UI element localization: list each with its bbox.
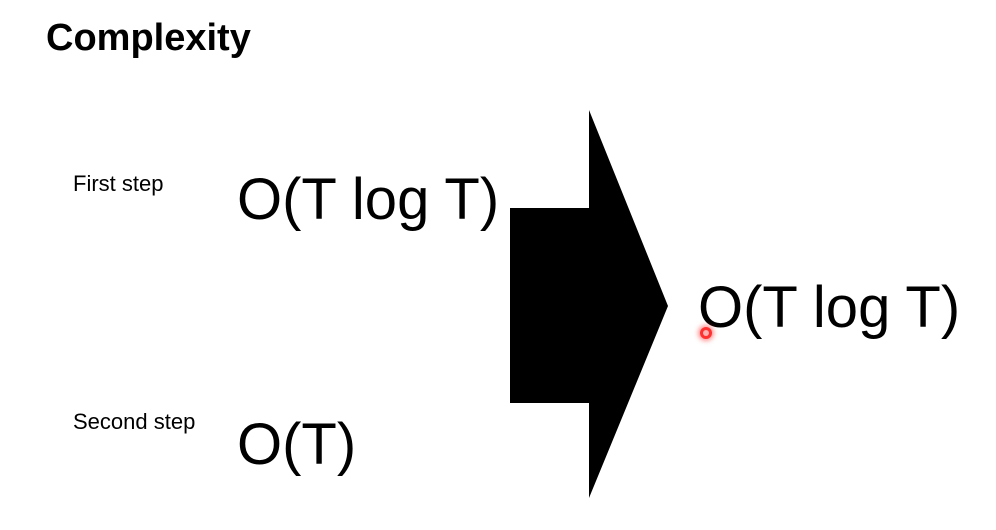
- first-step-label: First step: [73, 171, 164, 196]
- slide-title: Complexity: [46, 17, 251, 59]
- second-step-label: Second step: [73, 409, 196, 434]
- result-complexity: O(T log T): [698, 275, 961, 340]
- laser-pointer-icon: [700, 327, 712, 339]
- second-step-complexity: O(T): [237, 412, 357, 477]
- first-step-complexity: O(T log T): [237, 167, 500, 232]
